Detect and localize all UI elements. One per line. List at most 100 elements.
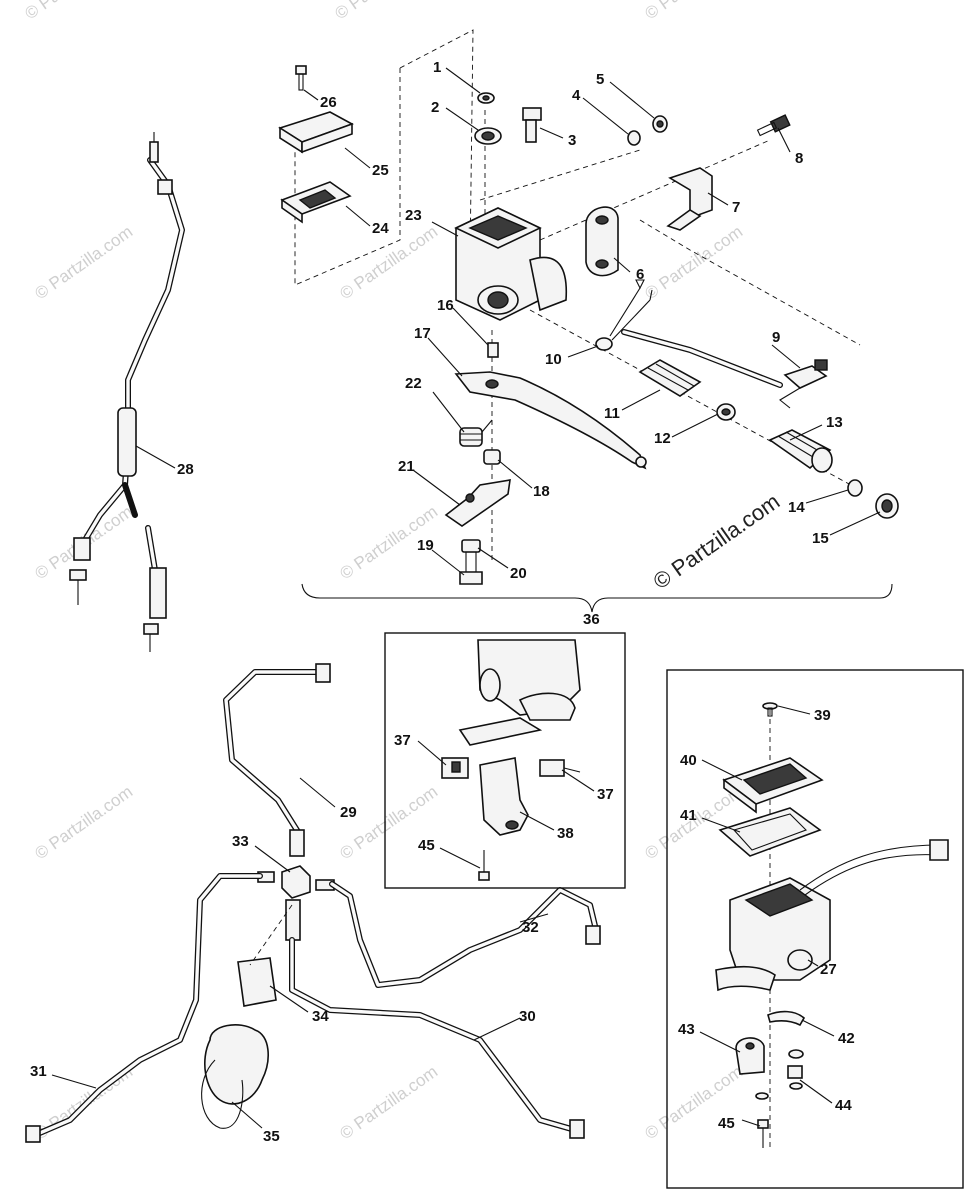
o-ring-14 <box>847 479 863 497</box>
gasket-41 <box>718 807 822 857</box>
callout-25: 25 <box>372 162 389 179</box>
bolt-3 <box>522 107 542 143</box>
callout-44: 44 <box>835 1097 852 1114</box>
watermark: © Partzilla.com <box>331 0 436 23</box>
leader-lines <box>51 67 881 1129</box>
diaphragm-24 <box>280 181 352 224</box>
callout-30: 30 <box>519 1008 536 1025</box>
bushing-16 <box>487 342 499 358</box>
washer-12 <box>716 403 736 421</box>
strap-35 <box>201 1024 269 1129</box>
spring-11 <box>638 359 702 397</box>
screw-45-inset <box>478 850 490 881</box>
callout-35: 35 <box>263 1128 280 1145</box>
callout-45-inset: 45 <box>418 837 435 854</box>
brake-line-assembly <box>25 663 601 1143</box>
callout-18: 18 <box>533 483 550 500</box>
switch-bracket-inset <box>384 632 626 889</box>
bracket-7 <box>666 167 713 231</box>
callout-28: 28 <box>177 461 194 478</box>
callout-19: 19 <box>417 537 434 554</box>
callout-2: 2 <box>431 99 439 116</box>
callout-24: 24 <box>372 220 389 237</box>
watermark: © Partzilla.com <box>641 0 746 23</box>
seal-15 <box>875 493 899 519</box>
nut-5 <box>652 115 668 133</box>
clamp-43 <box>735 1037 765 1075</box>
callout-27: 27 <box>820 961 837 978</box>
watermark-layer: © Partzilla.com © Partzilla.com © Partzi… <box>21 0 784 1143</box>
watermark: © Partzilla.com <box>641 222 746 303</box>
switch-37-right <box>539 759 581 777</box>
master-cylinder-body-23 <box>454 207 568 321</box>
bracket-38 <box>479 757 529 836</box>
guide-line <box>399 29 474 261</box>
callout-22: 22 <box>405 375 422 392</box>
wire-bundle-inner <box>622 330 782 387</box>
callout-29: 29 <box>340 804 357 821</box>
master-cylinder-inset <box>666 669 964 1189</box>
callout-labels: 1 2 3 4 5 6 7 8 9 10 11 12 13 14 15 16 1… <box>30 59 855 1145</box>
callout-42: 42 <box>838 1030 855 1047</box>
guide-line <box>479 149 641 201</box>
callout-13: 13 <box>826 414 843 431</box>
callout-21: 21 <box>398 458 415 475</box>
callout-8: 8 <box>795 150 803 167</box>
callout-10: 10 <box>545 351 562 368</box>
washer-2 <box>474 127 502 145</box>
screw-39 <box>762 702 778 717</box>
tee-33 <box>257 865 335 941</box>
clamp-6 <box>585 206 619 277</box>
callout-26: 26 <box>320 94 337 111</box>
master-cylinder-27 <box>715 839 949 992</box>
nut-20 <box>461 539 481 553</box>
callout-39: 39 <box>814 707 831 724</box>
callout-9: 9 <box>772 329 780 346</box>
switch-37-left <box>441 757 469 779</box>
master-cylinder-assembly <box>278 29 899 613</box>
cam-21 <box>444 479 511 527</box>
guide-line <box>539 139 771 241</box>
callout-4: 4 <box>572 87 581 104</box>
watermark: © Partzilla.com <box>31 782 136 863</box>
callout-37-right: 37 <box>597 786 614 803</box>
callout-16: 16 <box>437 297 454 314</box>
watermark: © Partzilla.com <box>21 0 126 23</box>
screw-19 <box>459 551 483 585</box>
callout-43: 43 <box>678 1021 695 1038</box>
callout-31: 31 <box>30 1063 47 1080</box>
bracket-36 <box>301 583 893 613</box>
callout-23: 23 <box>405 207 422 224</box>
watermark: © Partzilla.com <box>336 222 441 303</box>
callout-38: 38 <box>557 825 574 842</box>
callout-33: 33 <box>232 833 249 850</box>
nut-18 <box>483 449 501 465</box>
callout-37-left: 37 <box>394 732 411 749</box>
callout-14: 14 <box>788 499 805 516</box>
washer-4 <box>627 130 641 146</box>
guide-line <box>639 219 861 346</box>
callout-40: 40 <box>680 752 697 769</box>
callout-15: 15 <box>812 530 829 547</box>
piston-13 <box>768 429 833 473</box>
watermark: © Partzilla.com <box>31 222 136 303</box>
throttle-cable-28 <box>69 132 185 652</box>
switch-10 <box>595 279 653 351</box>
callout-45-right: 45 <box>718 1115 735 1132</box>
brake-switch-9 <box>779 359 828 409</box>
callout-6: 6 <box>636 266 644 283</box>
callout-3: 3 <box>568 132 576 149</box>
brake-hose-29 <box>223 669 323 838</box>
callout-20: 20 <box>510 565 527 582</box>
seal-42 <box>767 1010 806 1027</box>
watermark: © Partzilla.com <box>336 1062 441 1143</box>
nut-1 <box>477 92 495 104</box>
callout-1: 1 <box>433 59 441 76</box>
callout-36: 36 <box>583 611 600 628</box>
callout-5: 5 <box>596 71 604 88</box>
callout-11: 11 <box>604 405 620 422</box>
brake-lever-17 <box>454 371 647 470</box>
callout-12: 12 <box>654 430 671 447</box>
spring-22 <box>459 419 493 447</box>
